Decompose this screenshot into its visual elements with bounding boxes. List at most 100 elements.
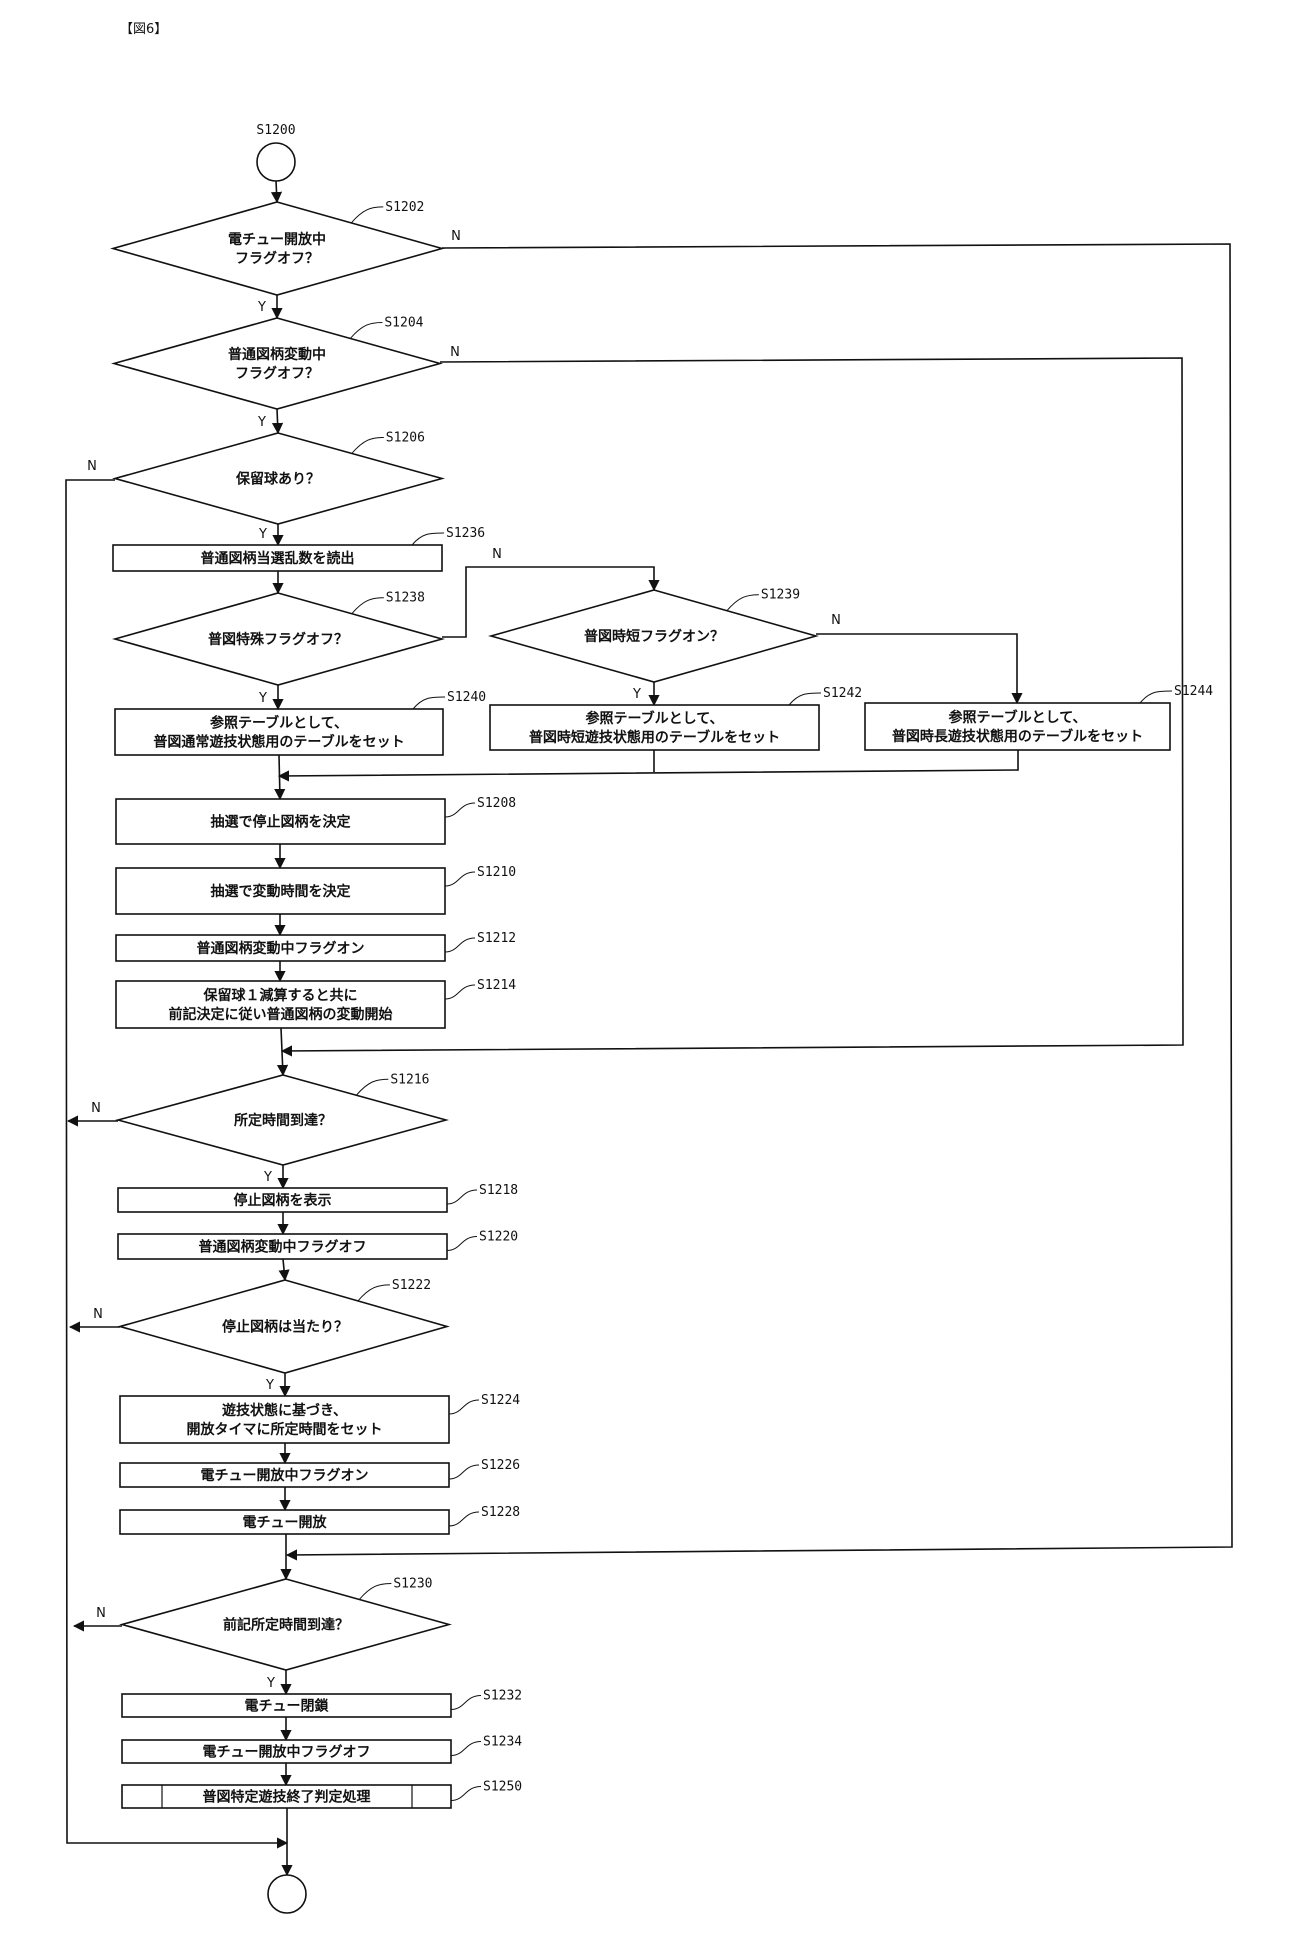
- node-text: 普図特殊フラグオフ？: [208, 631, 348, 648]
- label-leader: [350, 322, 382, 338]
- node-text: 普通図柄変動中フラグオフ: [199, 1239, 367, 1256]
- node-s1224: 遊技状態に基づき、開放タイマに所定時間をセット S1224: [120, 1393, 520, 1443]
- label-leader: [451, 1742, 481, 1756]
- branch-no-label: N: [87, 459, 97, 474]
- label-leader: [445, 803, 475, 817]
- label-leader: [445, 985, 475, 999]
- node-text: 普通図柄変動中フラグオン: [197, 940, 365, 957]
- connector: [277, 409, 278, 433]
- node-text: 遊技状態に基づき、: [222, 1402, 347, 1419]
- label-leader: [412, 533, 444, 545]
- step-label: S1206: [386, 430, 425, 445]
- connector: [279, 755, 280, 799]
- nodes-layer: S1200電チュー開放中フラグオフ？S1202普通図柄変動中フラグオフ？S120…: [113, 123, 1213, 1913]
- node-text: 開放タイマに所定時間をセット: [187, 1421, 383, 1438]
- node-text: 普通図柄変動中: [228, 346, 326, 363]
- step-label: S1216: [390, 1072, 429, 1087]
- step-label: S1228: [481, 1505, 520, 1520]
- step-label: S1210: [477, 865, 516, 880]
- node-s1216: 所定時間到達？ S1216: [118, 1072, 446, 1165]
- step-label: S1202: [385, 200, 424, 215]
- branch-yes-label: Y: [632, 687, 641, 702]
- step-label: S1208: [477, 796, 516, 811]
- node-text: 参照テーブルとして、: [585, 710, 723, 727]
- node-text: 電チュー開放: [243, 1514, 328, 1531]
- step-label: S1220: [479, 1230, 518, 1245]
- node-s1218: 停止図柄を表示 S1218: [118, 1183, 518, 1212]
- node-text: 抽選で停止図柄を決定: [211, 814, 351, 831]
- node-s1240: 参照テーブルとして、普図通常遊技状態用のテーブルをセットS1240: [115, 690, 486, 755]
- label-leader: [451, 1696, 481, 1710]
- node-text: 普図時短遊技状態用のテーブルをセット: [529, 729, 780, 746]
- step-label: S1240: [447, 690, 486, 705]
- node-text: 保留球１減算すると共に: [203, 987, 358, 1004]
- label-leader: [352, 437, 384, 453]
- step-label: S1244: [1174, 684, 1213, 699]
- branch-no-label: N: [492, 547, 502, 562]
- step-label: S1239: [761, 588, 800, 603]
- step-label: S1222: [392, 1278, 431, 1293]
- label-leader: [447, 1190, 477, 1204]
- label-leader: [351, 207, 383, 223]
- node-text: 電チュー開放中: [228, 231, 326, 248]
- label-leader: [789, 693, 821, 705]
- node-s1244: 参照テーブルとして、普図時長遊技状態用のテーブルをセットS1244: [865, 684, 1213, 750]
- label-leader: [445, 872, 475, 886]
- step-label: S1238: [386, 591, 425, 606]
- node-s1232: 電チュー閉鎖S1232: [122, 1689, 522, 1718]
- branch-yes-label: Y: [263, 1170, 272, 1185]
- step-label: S1214: [477, 978, 516, 993]
- node-text: 停止図柄を表示: [234, 1192, 332, 1209]
- step-label: S1224: [481, 1393, 520, 1408]
- decision-diamond: [114, 318, 440, 409]
- step-label: S1230: [393, 1576, 432, 1591]
- label-leader: [447, 1237, 477, 1251]
- node-text: 普図特定遊技終了判定処理: [203, 1789, 371, 1806]
- node-text: 所定時間到達？: [234, 1112, 332, 1129]
- step-label: S1218: [479, 1183, 518, 1198]
- label-leader: [727, 595, 759, 611]
- branch-yes-label: Y: [257, 415, 266, 430]
- branch-yes-label: Y: [266, 1676, 275, 1691]
- node-s1200: S1200: [256, 123, 295, 181]
- node-s1228: 電チュー開放 S1228: [120, 1505, 520, 1534]
- label-leader: [356, 1079, 388, 1095]
- step-label: S1200: [256, 123, 295, 138]
- step-label: S1250: [483, 1780, 522, 1795]
- node-text: 保留球あり？: [235, 471, 320, 488]
- label-leader: [413, 697, 445, 709]
- branch-yes-label: Y: [265, 1378, 274, 1393]
- branch-no-label: N: [91, 1101, 101, 1116]
- node-s1202: 電チュー開放中フラグオフ？S1202: [113, 200, 442, 295]
- node-s1234: 電チュー開放中フラグオフS1234: [122, 1735, 522, 1764]
- label-leader: [359, 1583, 391, 1599]
- node-text: 参照テーブルとして、: [948, 709, 1086, 726]
- node-s1238: 普図特殊フラグオフ？ S1238: [115, 591, 442, 685]
- node-s1208: 抽選で停止図柄を決定 S1208: [116, 796, 516, 844]
- node-s1214: 保留球１減算すると共に前記決定に従い普通図柄の変動開始S1214: [116, 978, 516, 1028]
- node-s1226: 電チュー開放中フラグオンS1226: [120, 1458, 520, 1487]
- label-leader: [445, 938, 475, 952]
- node-text: 電チュー閉鎖: [245, 1698, 330, 1715]
- node-s1210: 抽選で変動時間を決定 S1210: [116, 865, 516, 914]
- node-text: 普図通常遊技状態用のテーブルをセット: [153, 734, 404, 751]
- node-text: 普図時短フラグオン？: [584, 628, 724, 645]
- terminal-circle: [268, 1875, 306, 1913]
- label-leader: [352, 598, 384, 614]
- step-label: S1204: [384, 315, 423, 330]
- node-end: [268, 1875, 306, 1913]
- node-s1222: 停止図柄は当たり？S1222: [120, 1278, 447, 1373]
- branch-yes-label: Y: [257, 300, 266, 315]
- node-text: 電チュー開放中フラグオン: [201, 1467, 369, 1484]
- branch-no-label: N: [831, 613, 841, 628]
- connector: [283, 1259, 285, 1280]
- step-label: S1212: [477, 931, 516, 946]
- node-text: 抽選で変動時間を決定: [211, 883, 351, 900]
- label-leader: [358, 1285, 390, 1301]
- label-leader: [1140, 691, 1172, 703]
- node-s1239: 普図時短フラグオン？ S1239: [491, 588, 816, 682]
- label-leader: [449, 1512, 479, 1526]
- label-leader: [449, 1400, 479, 1414]
- node-s1242: 参照テーブルとして、普図時短遊技状態用のテーブルをセットS1242: [490, 686, 862, 750]
